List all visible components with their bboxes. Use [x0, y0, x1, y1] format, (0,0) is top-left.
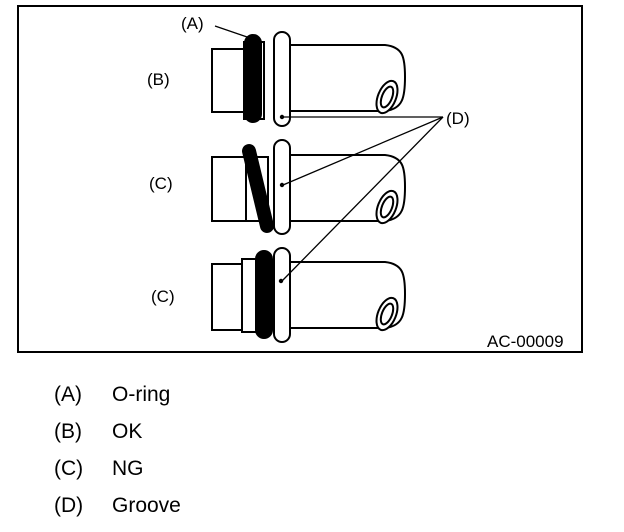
groove-dot	[278, 278, 284, 284]
callout-d: (D)	[446, 109, 470, 128]
legend-key: (A)	[54, 383, 82, 406]
callout-c-top: (C)	[149, 174, 173, 193]
leader-a	[214, 25, 251, 39]
o-ring	[244, 34, 262, 123]
fitting-nut	[211, 156, 247, 222]
callout-c-bottom: (C)	[151, 287, 175, 306]
o-ring	[255, 250, 273, 339]
fitting-nut	[211, 263, 243, 331]
legend-key: (B)	[54, 420, 82, 443]
legend-text: NG	[112, 457, 144, 480]
fitting-nut	[211, 48, 245, 113]
leader-lines	[214, 25, 444, 282]
legend-key: (D)	[54, 494, 84, 517]
callout-a: (A)	[181, 14, 204, 33]
fitting-ok	[211, 31, 407, 127]
leader-d-2	[282, 116, 444, 186]
groove-dot	[279, 182, 285, 188]
callout-b: (B)	[147, 70, 170, 89]
pipe-end-inner	[379, 302, 395, 326]
legend-text: O-ring	[112, 383, 171, 406]
figure-code: AC-00009	[487, 332, 564, 351]
groove-flange	[273, 247, 291, 343]
groove-dot	[279, 114, 285, 120]
fitting-ng-displaced	[211, 247, 407, 343]
o-ring-twisted	[242, 144, 274, 233]
pipe-end-inner	[379, 195, 395, 219]
oring-diagram: (A) (B) (C) (C) (D) AC-00009	[147, 14, 564, 351]
groove-flange	[273, 31, 291, 127]
leader-d-3	[281, 116, 444, 282]
figure-frame: (A) (B) (C) (C) (D) AC-00009	[17, 5, 583, 353]
fitting-ng-twisted	[211, 139, 407, 235]
legend-text: Groove	[112, 494, 181, 517]
legend-key: (C)	[54, 457, 84, 480]
legend-text: OK	[112, 420, 143, 443]
pipe-end-inner	[379, 85, 395, 109]
